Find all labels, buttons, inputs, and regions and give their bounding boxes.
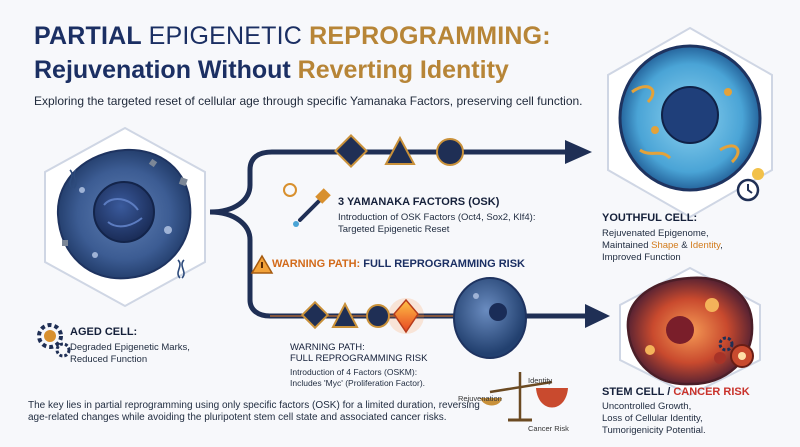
title-reverting-identity: Reverting Identity: [297, 56, 509, 84]
warning-strip-label: WARNING PATH:: [272, 258, 361, 270]
path-upper: [209, 149, 565, 215]
stem-desc-3: Tumorigenicity Potential.: [602, 425, 706, 436]
warning-block: WARNING PATH: FULL REPROGRAMMING RISK In…: [290, 342, 427, 389]
osk-heading: 3 YAMANAKA FACTORS (OSK): [338, 196, 500, 208]
circle-icon: [436, 138, 464, 166]
youthful-heading: YOUTHFUL CELL:: [602, 212, 698, 224]
bottom-note: The key lies in partial reprogramming us…: [28, 400, 480, 423]
cancer-cell-illustration: [619, 266, 761, 397]
title-word-epigenetic: EPIGENETIC: [148, 22, 302, 50]
youthful-desc-2: Maintained Shape & Identity,: [602, 240, 723, 252]
aged-cell-label: AGED CELL: Degraded Epigenetic Marks, Re…: [70, 326, 190, 366]
bulb-icon: [752, 168, 764, 180]
balance-identity-label: Identity: [528, 376, 553, 385]
warning-heading-1: WARNING PATH:: [290, 342, 365, 353]
youthful-desc-2c: &: [678, 240, 691, 251]
oskm-symbols: [300, 298, 424, 334]
youthful-desc-1: Rejuvenated Epigenome,: [602, 228, 709, 239]
balance-cancer-label: Cancer Risk: [528, 424, 569, 433]
youthful-shape: Shape: [651, 240, 679, 251]
biohazard-icon: [718, 336, 754, 368]
youthful-identity: Identity: [690, 240, 721, 251]
youthful-desc-2a: Maintained: [602, 240, 652, 251]
youthful-cell-illustration: [607, 26, 773, 219]
aged-heading: AGED CELL:: [70, 326, 138, 338]
gear-icon: [37, 323, 71, 358]
warning-desc-1: Introduction of 4 Factors (OSKM):: [290, 367, 418, 377]
diamond-icon-lower: [300, 300, 330, 330]
title-word-reprogramming: REPROGRAMMING:: [309, 22, 551, 50]
stem-heading-a: STEM CELL /: [602, 386, 674, 398]
stem-heading-cancer: CANCER RISK: [673, 386, 750, 398]
dna-icon: [69, 169, 77, 189]
title-rejuvenation: Rejuvenation Without: [34, 56, 291, 84]
triangle-icon-lower: [331, 301, 359, 328]
aged-nucleus: [93, 181, 155, 243]
youthful-desc-3: Improved Function: [602, 252, 681, 263]
title-line-2: Rejuvenation Without Reverting Identity: [34, 56, 509, 85]
warning-icon: [250, 254, 274, 274]
flow-paths: [209, 140, 610, 328]
circle-icon-lower: [366, 304, 390, 328]
path-upper-arrowhead: [565, 140, 592, 164]
youthful-label: YOUTHFUL CELL: Rejuvenated Epigenome, Ma…: [602, 212, 723, 264]
title-line-1: PARTIAL EPIGENETIC REPROGRAMMING:: [34, 22, 551, 51]
aged-desc-2: Reduced Function: [70, 354, 148, 365]
balance-scale-icon: [480, 372, 568, 422]
path-lower: [209, 209, 460, 319]
intermediate-cell: [453, 277, 527, 359]
aged-desc-1: Degraded Epigenetic Marks,: [70, 342, 190, 353]
diamond-icon: [334, 134, 368, 168]
stem-cell-label: STEM CELL / CANCER RISK Uncontrolled Gro…: [602, 386, 750, 437]
subtitle: Exploring the targeted reset of cellular…: [34, 94, 583, 108]
balance-rejuvenation-label: Rejuvenation: [458, 394, 502, 403]
warning-strip: WARNING PATH: FULL REPROGRAMMING RISK: [272, 258, 525, 270]
title-word-partial: PARTIAL: [34, 22, 142, 50]
youthful-desc-2e: ,: [720, 240, 723, 251]
flame-crystal-icon: [393, 298, 419, 334]
warning-heading-2: FULL REPROGRAMMING RISK: [290, 353, 428, 364]
stem-desc-2: Loss of Cellular Identity,: [602, 413, 703, 424]
triangle-icon: [384, 135, 416, 165]
pipette-icon: [283, 183, 331, 227]
osk-desc-2: Targeted Epigenetic Reset: [338, 224, 450, 235]
osk-label: 3 YAMANAKA FACTORS (OSK) Introduction of…: [338, 196, 535, 236]
youthful-nucleus: [661, 86, 719, 144]
osk-desc-1: Introduction of OSK Factors (Oct4, Sox2,…: [338, 212, 536, 223]
stem-heading: STEM CELL / CANCER RISK: [602, 386, 750, 398]
warning-desc-2: Includes 'Myc' (Proliferation Factor).: [290, 378, 426, 388]
path-lower-arrowhead: [585, 304, 610, 328]
clock-icon: [736, 178, 760, 202]
osk-symbols: [334, 134, 464, 168]
aged-cell-illustration: [44, 126, 206, 308]
warning-strip-text: FULL REPROGRAMMING RISK: [360, 258, 525, 270]
stem-desc-1: Uncontrolled Growth,: [602, 401, 692, 412]
